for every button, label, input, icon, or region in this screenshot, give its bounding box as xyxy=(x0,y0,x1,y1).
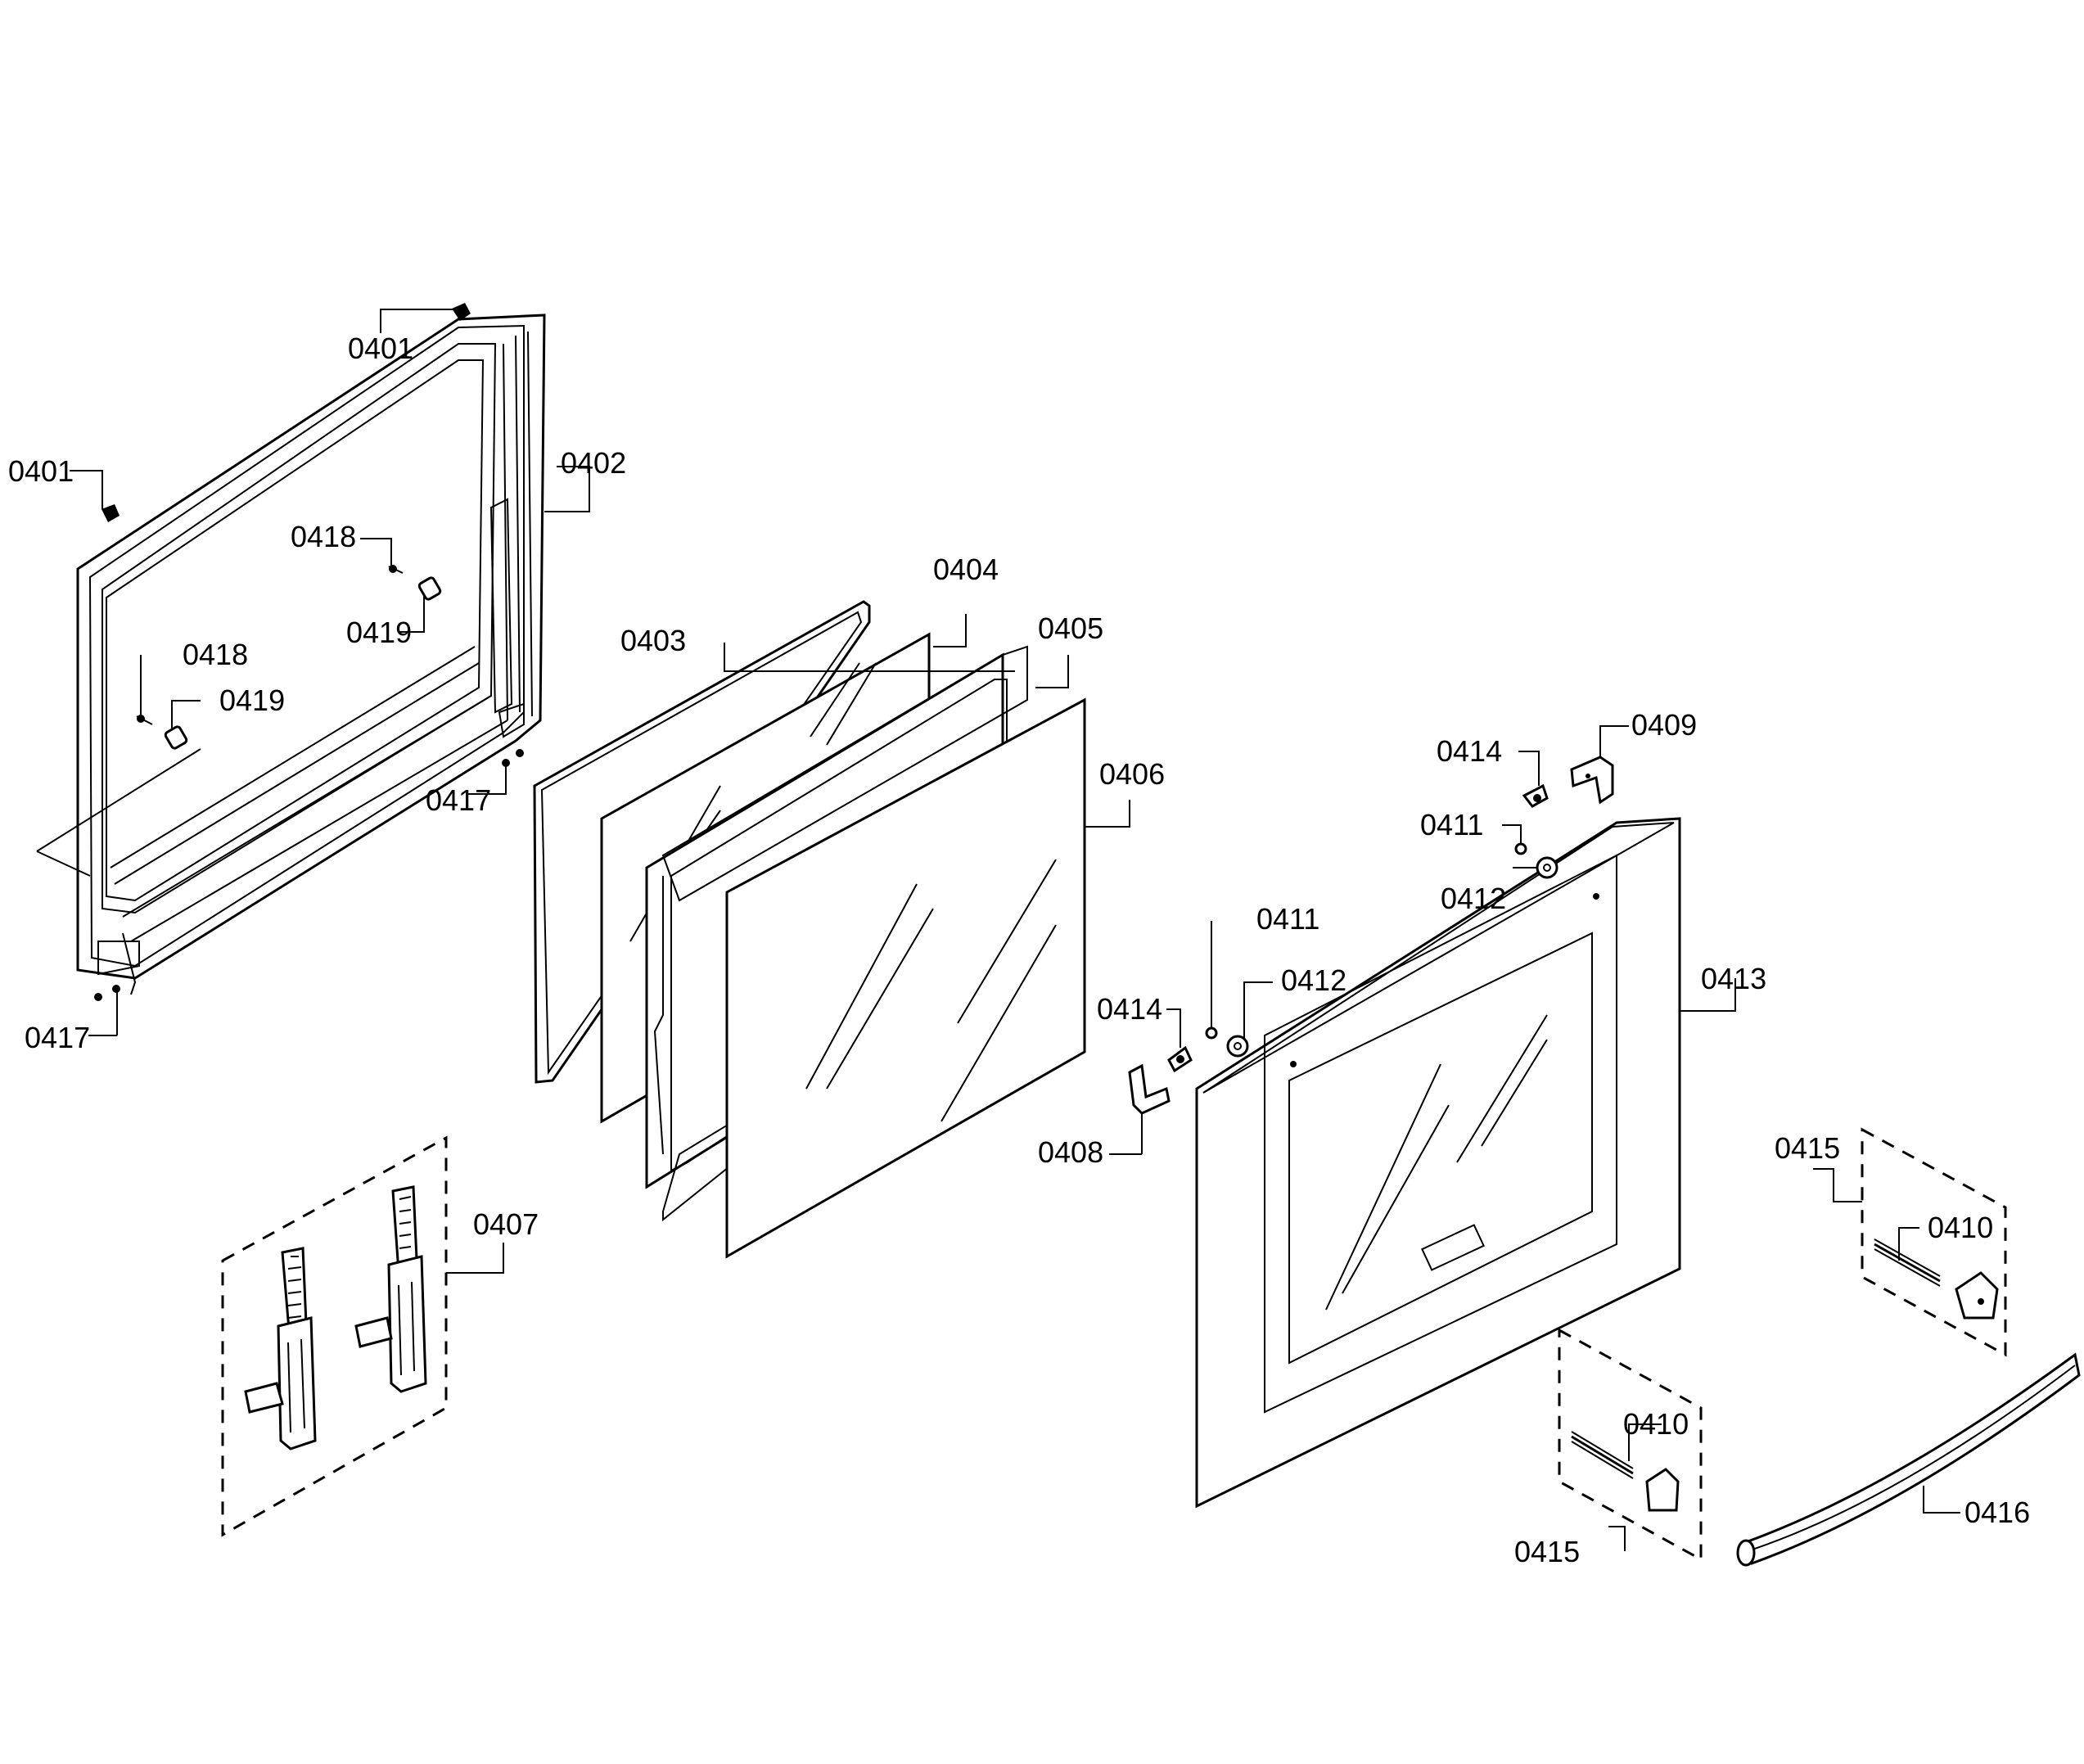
screw-0401-left-icon xyxy=(101,504,120,522)
label-0410-upper: 0410 xyxy=(1928,1211,1993,1244)
label-0405: 0405 xyxy=(1038,611,1103,645)
label-0408: 0408 xyxy=(1038,1135,1103,1169)
clip-0414-lower-icon xyxy=(1167,1045,1193,1073)
label-0417-right: 0417 xyxy=(426,783,491,817)
nut-0411-upper-icon xyxy=(1514,842,1527,855)
screw-0410-lower-icon xyxy=(1571,1431,1634,1479)
label-0403: 0403 xyxy=(620,624,686,657)
end-cap-upper-icon xyxy=(1955,1271,1999,1320)
label-0409: 0409 xyxy=(1631,708,1697,742)
label-0412-upper: 0412 xyxy=(1441,882,1506,915)
nut-0411-lower-icon xyxy=(1205,1026,1218,1040)
end-cap-lower-icon xyxy=(1645,1468,1680,1512)
screw-0401-top-icon xyxy=(452,303,471,321)
label-0410-lower: 0410 xyxy=(1623,1407,1689,1441)
outer-glass-0406 xyxy=(725,697,1086,1259)
screw-0410-upper-icon xyxy=(1874,1238,1941,1287)
label-0419-lower: 0419 xyxy=(219,683,285,717)
label-0415-lower: 0415 xyxy=(1514,1535,1580,1568)
washer-0412-lower-icon xyxy=(1226,1035,1249,1058)
label-0406: 0406 xyxy=(1099,757,1165,791)
label-0411-lower: 0411 xyxy=(1256,902,1319,936)
hinge-right-icon xyxy=(354,1185,427,1393)
screw-0418-lower-icon xyxy=(136,715,153,725)
label-0402: 0402 xyxy=(561,446,626,480)
label-0414-upper: 0414 xyxy=(1437,734,1502,768)
leader-lines xyxy=(70,309,1960,1551)
label-0414-lower: 0414 xyxy=(1097,992,1162,1026)
bracket-0408-icon xyxy=(1128,1063,1171,1115)
inner-door-frame xyxy=(36,314,546,995)
label-0401-left: 0401 xyxy=(8,454,74,488)
screw-0418-upper-icon xyxy=(388,565,404,574)
hinge-left-icon xyxy=(244,1247,317,1450)
door-handle-0416 xyxy=(1736,1352,2081,1567)
label-0415-upper: 0415 xyxy=(1775,1131,1840,1165)
handle-endcap-set-0415-upper xyxy=(1861,1127,2007,1357)
label-0413: 0413 xyxy=(1701,962,1766,995)
label-0419-upper: 0419 xyxy=(346,616,412,649)
hinge-set-0407 xyxy=(221,1135,448,1537)
label-0417-left: 0417 xyxy=(25,1021,90,1054)
label-0416: 0416 xyxy=(1964,1496,2030,1529)
label-0412-lower: 0412 xyxy=(1281,963,1346,997)
label-0401-top: 0401 xyxy=(348,332,413,365)
clip-0414-upper-icon xyxy=(1522,783,1549,808)
label-0418-lower: 0418 xyxy=(183,638,248,671)
bracket-0409-icon xyxy=(1570,756,1614,805)
label-0411-upper: 0411 xyxy=(1420,808,1483,841)
nut-0419-lower-icon xyxy=(164,725,188,750)
label-0404: 0404 xyxy=(933,553,999,586)
label-0407: 0407 xyxy=(473,1207,539,1241)
part-labels: 0401 0401 0402 0418 0419 0418 0419 0417 … xyxy=(8,332,2030,1568)
handle-endcap-set-0415-lower xyxy=(1558,1328,1703,1562)
label-0418-upper: 0418 xyxy=(291,520,356,553)
washer-0412-upper-icon xyxy=(1536,856,1558,879)
nut-0419-upper-icon xyxy=(417,576,442,601)
